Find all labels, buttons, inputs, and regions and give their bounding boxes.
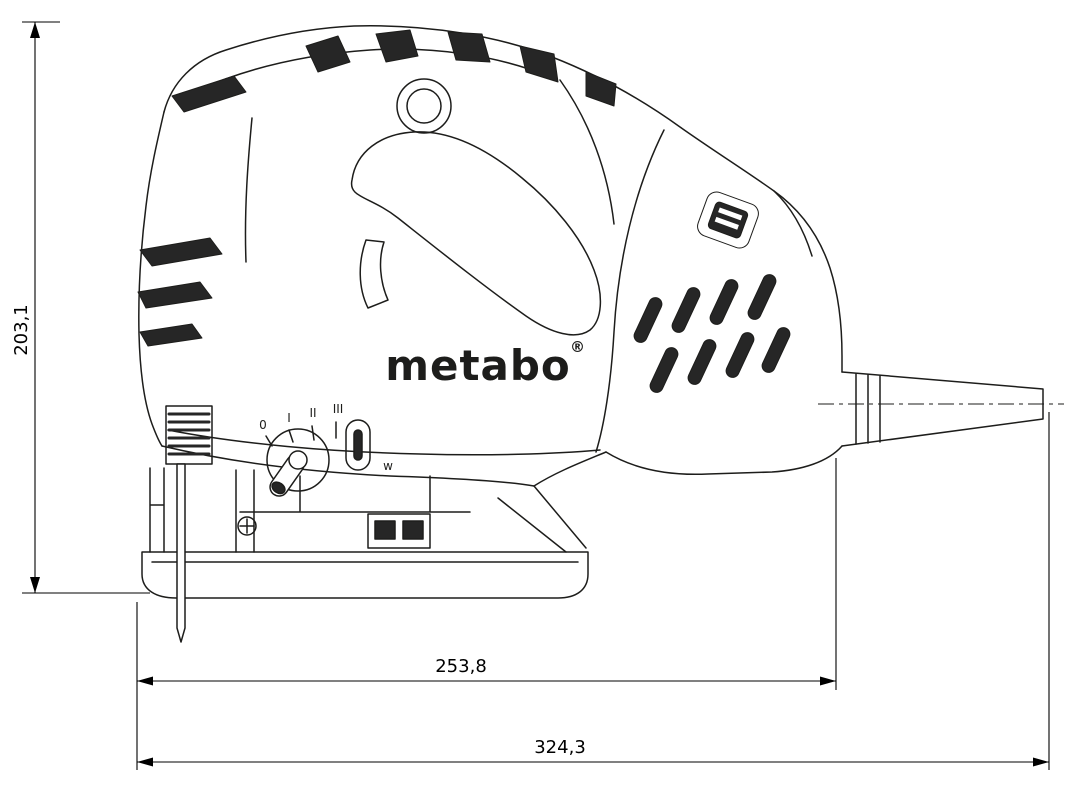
grip-stripe (585, 71, 617, 107)
lock-control (345, 419, 371, 471)
detail-line (773, 190, 813, 257)
tool-labels: metabo ® 0 I II III w (259, 338, 585, 473)
jigsaw-body (138, 25, 1044, 643)
front-guard (149, 467, 165, 553)
support-rail (239, 475, 471, 513)
arrowhead-down (30, 577, 40, 593)
body-junction-strut-a (533, 485, 587, 549)
dial-mark-3: III (333, 402, 344, 416)
dial-tick (265, 435, 273, 447)
detail-line (595, 129, 665, 453)
blade-clamp-block (165, 405, 213, 465)
saw-blade (176, 463, 186, 643)
vent-slots (633, 274, 791, 393)
lever-marking: w (383, 459, 393, 473)
body-outline-lower-right (605, 445, 843, 476)
registered-mark: ® (570, 338, 585, 356)
vent-slot (761, 327, 791, 373)
arrowhead-right (1033, 757, 1049, 767)
detail-line (244, 117, 253, 263)
grip-chevron (137, 281, 213, 309)
lock-control-slot (353, 429, 363, 461)
detail-line (167, 429, 601, 456)
body-junction-strut-b (497, 497, 567, 553)
dial-mark-1: I (287, 411, 291, 425)
base-plate (141, 551, 589, 599)
vent-slot (649, 347, 679, 393)
dim-label-body-length: 253,8 (435, 656, 487, 677)
arrowhead-up (30, 22, 40, 38)
brand-logo-text: metabo (385, 341, 571, 390)
trigger (359, 239, 389, 309)
detail-line (559, 79, 615, 225)
grip-stripe (447, 31, 491, 63)
dimensions (22, 21, 1050, 770)
clamp-slot (374, 520, 396, 540)
dial-tick (311, 425, 315, 441)
handle-opening (350, 131, 602, 336)
body-outline-front (138, 111, 165, 447)
arrowhead-left (137, 757, 153, 767)
screw (237, 516, 257, 536)
vent-slot (633, 297, 663, 343)
vent-slot (687, 339, 717, 385)
vent-slot (725, 332, 755, 378)
knob-inner (406, 88, 442, 124)
speed-slider-switch (697, 191, 759, 249)
blade-clamp-ridges (167, 412, 211, 456)
vent-slot (747, 274, 777, 320)
dimension-labels: 203,1 253,8 324,3 (11, 304, 586, 758)
knob-outer (396, 78, 452, 134)
dark-details (137, 29, 791, 393)
dial-mark-2: II (309, 406, 316, 420)
clamp-slot (402, 520, 424, 540)
vent-slot (671, 287, 701, 333)
clamp-block (367, 513, 431, 549)
dim-label-total-length: 324,3 (534, 737, 586, 758)
grip-chevron (139, 237, 223, 267)
support-column (235, 469, 255, 553)
vent-slot (709, 279, 739, 325)
grip-pad-front (171, 75, 247, 113)
grip-stripe (305, 35, 351, 73)
dial-hub (288, 450, 308, 470)
dial-mark-0: 0 (259, 418, 267, 432)
body-junction-line (533, 451, 607, 487)
body-outline-top (163, 25, 843, 373)
detail-line (197, 48, 549, 91)
body-outline-bottom (161, 445, 535, 487)
dim-label-height: 203,1 (11, 304, 32, 356)
grip-chevron (139, 323, 203, 347)
cable-boot (841, 371, 1044, 447)
screw-cross (239, 518, 255, 534)
dial-tick (288, 429, 294, 443)
pendulum-dial (266, 428, 330, 492)
arrowhead-left (137, 676, 153, 686)
arrowhead-right (820, 676, 836, 686)
grip-stripe (375, 29, 419, 63)
grip-stripe (519, 45, 559, 83)
